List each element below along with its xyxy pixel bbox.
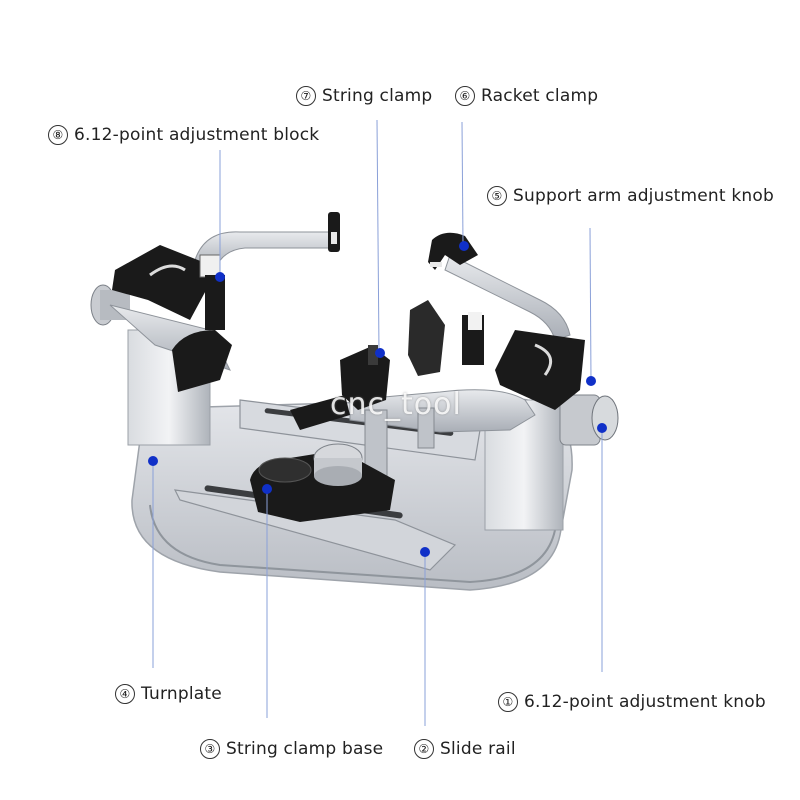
watermark: cnc_tool — [330, 387, 462, 422]
callout-line-string-clamp — [376, 119, 380, 353]
callout-dot-clamp-base — [262, 484, 272, 494]
callout-dots — [148, 241, 607, 557]
label-adjustment-block: ⑧ 6.12-point adjustment block — [48, 125, 319, 145]
callout-line-racket-clamp — [461, 121, 464, 245]
label-text: 6.12-point adjustment knob — [524, 692, 766, 712]
label-string-clamp: ⑦ String clamp — [296, 86, 432, 106]
label-text: String clamp — [322, 86, 433, 106]
label-slide-rail: ② Slide rail — [414, 739, 516, 759]
label-text: Slide rail — [440, 739, 516, 759]
left-clamp-head-graphic — [112, 245, 232, 392]
callout-line-support-arm-knob — [589, 227, 592, 382]
label-number: ⑥ — [455, 86, 475, 106]
right-arm-graphic — [428, 232, 571, 341]
callout-dot-racket-clamp — [459, 241, 469, 251]
right-clamp-head-graphic — [495, 330, 585, 410]
label-number: ⑤ — [487, 186, 507, 206]
label-text: String clamp base — [226, 739, 384, 759]
label-number: ④ — [115, 684, 135, 704]
callout-dot-adjustment-knob — [597, 423, 607, 433]
label-clamp-base: ③ String clamp base — [200, 739, 383, 759]
label-support-arm-knob: ⑤ Support arm adjustment knob — [487, 186, 774, 206]
string-clamp-graphic — [290, 300, 484, 430]
label-text: Racket clamp — [481, 86, 599, 106]
label-number: ③ — [200, 739, 220, 759]
label-adjustment-knob: ① 6.12-point adjustment knob — [498, 692, 766, 712]
label-text: Turnplate — [141, 684, 222, 704]
string-clamp-base-graphic — [250, 443, 395, 522]
label-number: ⑦ — [296, 86, 316, 106]
label-text: 6.12-point adjustment block — [74, 125, 320, 145]
callout-lines — [152, 119, 603, 726]
callout-dot-support-arm-knob — [586, 376, 596, 386]
label-number: ② — [414, 739, 434, 759]
callout-dot-slide-rail — [420, 547, 430, 557]
callout-dot-turnplate — [148, 456, 158, 466]
callout-dot-adjustment-block — [215, 272, 225, 282]
callout-dot-string-clamp — [375, 348, 385, 358]
label-turnplate: ④ Turnplate — [115, 684, 222, 704]
label-number: ① — [498, 692, 518, 712]
label-racket-clamp: ⑥ Racket clamp — [455, 86, 598, 106]
label-text: Support arm adjustment knob — [513, 186, 774, 206]
label-number: ⑧ — [48, 125, 68, 145]
